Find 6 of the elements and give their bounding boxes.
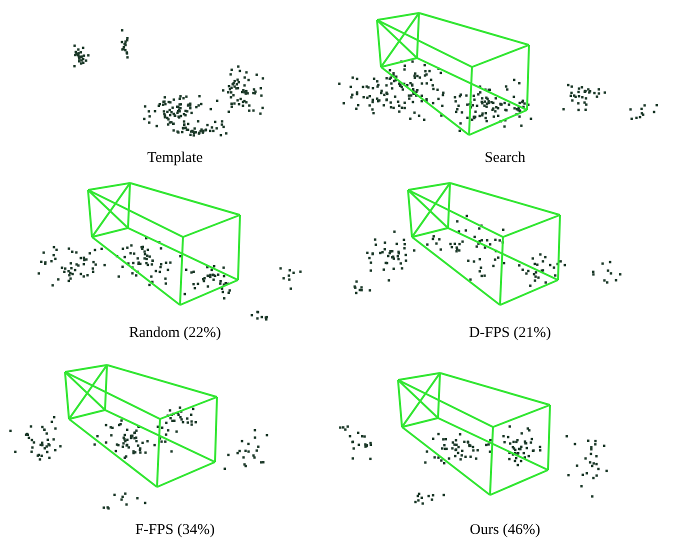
panel-caption: Search	[484, 150, 526, 167]
panel-caption: D-FPS (21%)	[468, 325, 552, 342]
panel-caption: F-FPS (34%)	[135, 522, 215, 539]
panel-caption: Ours (46%)	[470, 522, 540, 539]
panel-caption: Template	[147, 150, 203, 167]
panel-caption: Random (22%)	[128, 325, 222, 342]
